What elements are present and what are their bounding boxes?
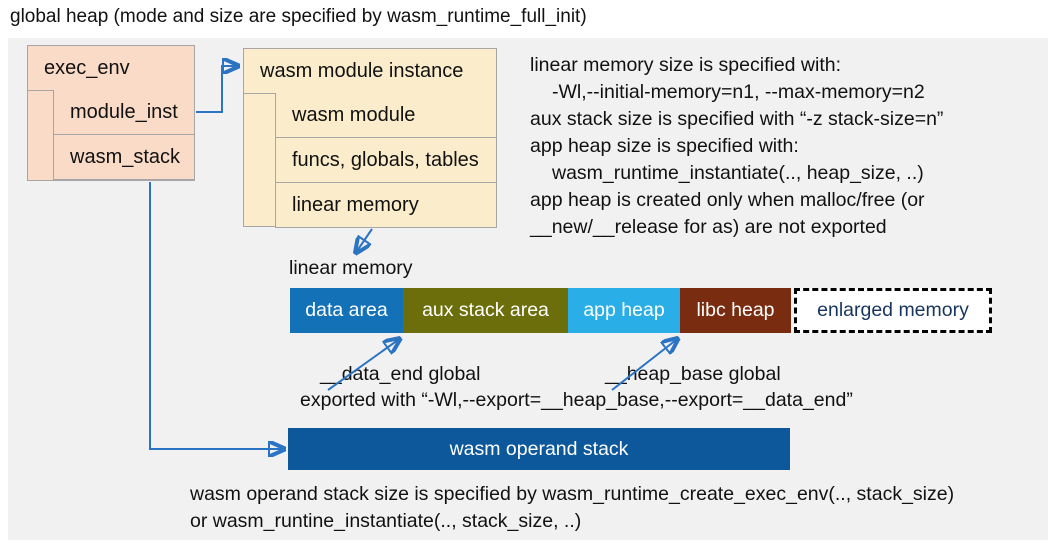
row-linear-memory: linear memory: [275, 183, 497, 228]
note-line: app heap is created only when malloc/fre…: [530, 189, 925, 211]
exec-env-box: exec_env module_inst wasm_stack: [27, 45, 195, 181]
segment-enlarged-memory: enlarged memory: [794, 288, 992, 333]
segment-libc-heap: libc heap: [680, 288, 791, 333]
note-line: __new/__release for as) are not exported: [530, 216, 887, 238]
data-end-global-label: __data_end global: [320, 363, 481, 385]
wasm-operand-stack-bar: wasm operand stack: [288, 428, 790, 470]
note-line: -Wl,--initial-memory=n1, --max-memory=n2: [552, 81, 925, 103]
linear-memory-bar: data area aux stack area app heap libc h…: [290, 288, 992, 333]
segment-aux-stack-area: aux stack area: [403, 288, 568, 333]
exec-env-rows: module_inst wasm_stack: [53, 90, 195, 180]
note-line: aux stack size is specified with “-z sta…: [530, 108, 944, 130]
exec-env-header: exec_env: [28, 46, 194, 91]
row-wasm-module: wasm module: [275, 93, 497, 138]
segment-app-heap: app heap: [568, 288, 680, 333]
segment-data-area: data area: [290, 288, 403, 333]
row-funcs-globals-tables: funcs, globals, tables: [275, 138, 497, 183]
linear-memory-label: linear memory: [289, 257, 413, 279]
wasm-module-instance-box: wasm module instance wasm module funcs, …: [243, 48, 497, 228]
exec-env-row-wasm-stack: wasm_stack: [53, 135, 195, 180]
heap-base-global-label: __heap_base global: [605, 363, 781, 385]
note-line: linear memory size is specified with:: [530, 54, 842, 76]
note-line: wasm operand stack size is specified by …: [190, 483, 955, 505]
bottom-notes: wasm operand stack size is specified by …: [190, 481, 954, 535]
exported-with-label: exported with “-Wl,--export=__heap_base,…: [300, 389, 853, 411]
exec-env-row-module-inst: module_inst: [53, 90, 195, 135]
diagram-title: global heap (mode and size are specified…: [10, 6, 587, 27]
note-line: or wasm_runtine_instantiate(.., stack_si…: [190, 510, 582, 532]
wasm-module-instance-rows: wasm module funcs, globals, tables linea…: [275, 93, 497, 228]
note-line: app heap size is specified with:: [530, 135, 799, 157]
note-line: wasm_runtime_instantiate(.., heap_size, …: [552, 162, 924, 184]
wasm-module-instance-header: wasm module instance: [244, 49, 496, 94]
right-notes: linear memory size is specified with: -W…: [530, 52, 943, 241]
